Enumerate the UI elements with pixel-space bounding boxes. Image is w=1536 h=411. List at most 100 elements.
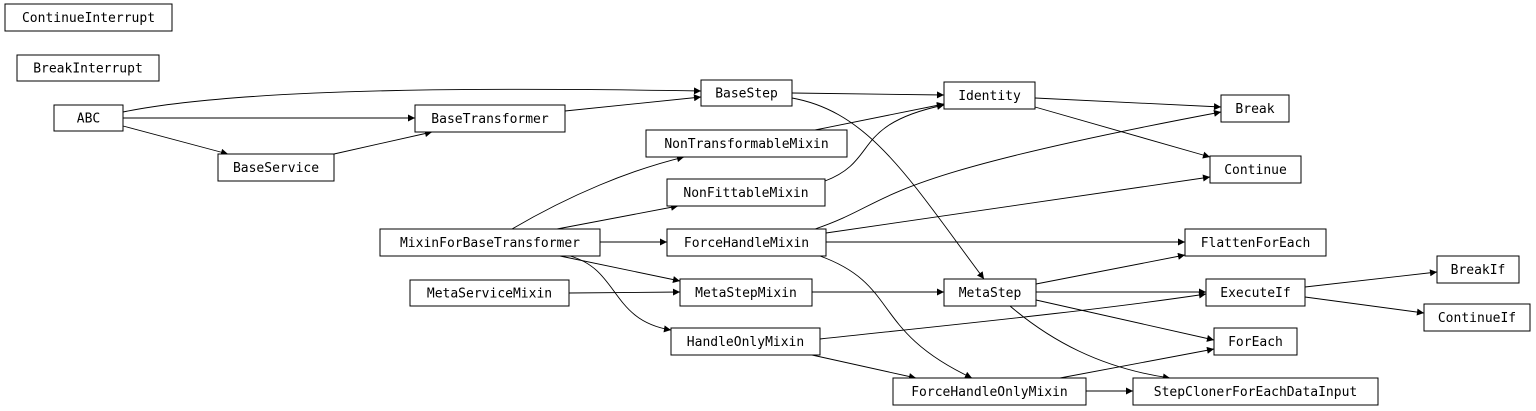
node-label: BaseTransformer <box>431 112 549 127</box>
node-label: FlattenForEach <box>1201 236 1311 251</box>
node-box <box>4 3 173 32</box>
node-nonfittablemixin: NonFittableMixin <box>666 178 826 207</box>
edge-metastep-to-foreach <box>1035 299 1215 342</box>
edge-mixinforbasetransformer-to-nontransformablemixin <box>511 155 685 230</box>
node-box <box>1132 377 1379 406</box>
node-box <box>53 104 124 132</box>
node-box <box>1205 278 1306 307</box>
node-basetransformer: BaseTransformer <box>414 104 566 133</box>
node-box <box>1436 255 1520 284</box>
node-box <box>679 278 813 307</box>
edge-metastep-to-stepclonerforeachdatainput <box>1009 305 1171 381</box>
node-box <box>217 153 335 182</box>
edge-basetransformer-to-basestep <box>564 94 702 112</box>
edges-layer <box>122 87 1438 395</box>
node-label: ExecuteIf <box>1220 286 1290 301</box>
edge-mixinforbasetransformer-to-nonfittablemixin <box>556 203 679 230</box>
node-box <box>1213 327 1298 356</box>
node-label: ForceHandleOnlyMixin <box>911 385 1068 400</box>
node-baseservice: BaseService <box>217 153 335 182</box>
node-box <box>1220 94 1290 123</box>
node-label: BreakIf <box>1451 263 1506 278</box>
node-box <box>1184 228 1327 257</box>
node-label: Continue <box>1224 163 1287 178</box>
edge-forcehandlemixin-to-break <box>814 109 1222 230</box>
node-continueinterrupt: ContinueInterrupt <box>4 3 173 32</box>
node-box <box>1423 303 1531 332</box>
edge-basestep-to-metastep <box>791 97 985 280</box>
edge-abc-to-baseservice <box>122 125 229 156</box>
node-forcehandlemixin: ForceHandleMixin <box>666 228 827 257</box>
edge-identity-to-break <box>1034 97 1222 111</box>
node-box <box>1209 155 1302 184</box>
node-box <box>414 104 566 133</box>
edge-forcehandleonlymixin-to-foreach <box>1059 346 1215 379</box>
edge-handleonlymixin-to-executeif <box>819 291 1207 340</box>
node-box <box>409 279 570 307</box>
node-box <box>670 327 821 356</box>
node-continue: Continue <box>1209 155 1302 184</box>
node-metastep: MetaStep <box>943 278 1037 307</box>
node-break: Break <box>1220 94 1290 123</box>
node-abc: ABC <box>53 104 124 132</box>
node-label: ForEach <box>1228 335 1283 350</box>
node-label: BreakInterrupt <box>33 62 143 77</box>
node-box <box>379 228 601 257</box>
node-stepclonerforeachdatainput: StepClonerForEachDataInput <box>1132 377 1379 406</box>
node-box <box>16 54 160 82</box>
node-breakif: BreakIf <box>1436 255 1520 284</box>
node-basestep: BaseStep <box>700 79 793 107</box>
node-label: MixinForBaseTransformer <box>400 236 580 251</box>
edge-mixinforbasetransformer-to-handleonlymixin <box>569 255 672 333</box>
node-continueif: ContinueIf <box>1423 303 1531 332</box>
node-nontransformablemixin: NonTransformableMixin <box>645 129 848 158</box>
edge-basestep-to-identity <box>791 91 945 99</box>
node-label: Break <box>1235 102 1274 117</box>
node-flattenforeach: FlattenForEach <box>1184 228 1327 257</box>
edge-forcehandlemixin-to-forcehandleonlymixin <box>819 255 973 379</box>
node-foreach: ForEach <box>1213 327 1298 356</box>
edge-abc-to-basestep <box>122 87 702 113</box>
node-label: MetaServiceMixin <box>427 287 552 302</box>
node-mixinforbasetransformer: MixinForBaseTransformer <box>379 228 601 257</box>
edge-nonfittablemixin-to-identity <box>824 103 945 182</box>
node-executeif: ExecuteIf <box>1205 278 1306 307</box>
node-metaservicemixin: MetaServiceMixin <box>409 279 570 307</box>
node-label: StepClonerForEachDataInput <box>1154 385 1358 400</box>
node-label: NonTransformableMixin <box>664 137 828 152</box>
edge-mixinforbasetransformer-to-metastepmixin <box>559 255 681 283</box>
node-box <box>666 178 826 207</box>
node-box <box>943 278 1037 307</box>
node-box <box>645 129 848 158</box>
node-forcehandleonlymixin: ForceHandleOnlyMixin <box>892 377 1087 406</box>
edge-forcehandlemixin-to-continue <box>825 174 1211 234</box>
edge-metastep-to-flattenforeach <box>1035 252 1186 285</box>
node-label: ForceHandleMixin <box>684 236 809 251</box>
node-breakinterrupt: BreakInterrupt <box>16 54 160 82</box>
edge-executeif-to-breakif <box>1304 269 1438 288</box>
node-box <box>943 81 1036 110</box>
node-box <box>666 228 827 257</box>
node-label: HandleOnlyMixin <box>687 335 804 350</box>
node-label: MetaStepMixin <box>695 286 797 301</box>
node-label: NonFittableMixin <box>683 186 808 201</box>
node-label: ContinueIf <box>1438 311 1516 326</box>
edge-baseservice-to-basetransformer <box>333 130 433 155</box>
node-identity: Identity <box>943 81 1036 110</box>
node-label: MetaStep <box>959 286 1022 301</box>
edge-executeif-to-continueif <box>1304 296 1425 316</box>
node-label: ABC <box>77 112 100 127</box>
node-label: Identity <box>958 89 1021 104</box>
node-handleonlymixin: HandleOnlyMixin <box>670 327 821 356</box>
node-box <box>700 79 793 107</box>
edge-handleonlymixin-to-forcehandleonlymixin <box>811 354 917 380</box>
node-label: ContinueInterrupt <box>22 11 155 26</box>
node-label: BaseStep <box>715 87 778 102</box>
edge-metaservicemixin-to-metastepmixin <box>568 288 681 296</box>
node-metastepmixin: MetaStepMixin <box>679 278 813 307</box>
node-box <box>892 377 1087 406</box>
edge-identity-to-continue <box>1034 106 1211 159</box>
node-label: BaseService <box>233 161 319 176</box>
